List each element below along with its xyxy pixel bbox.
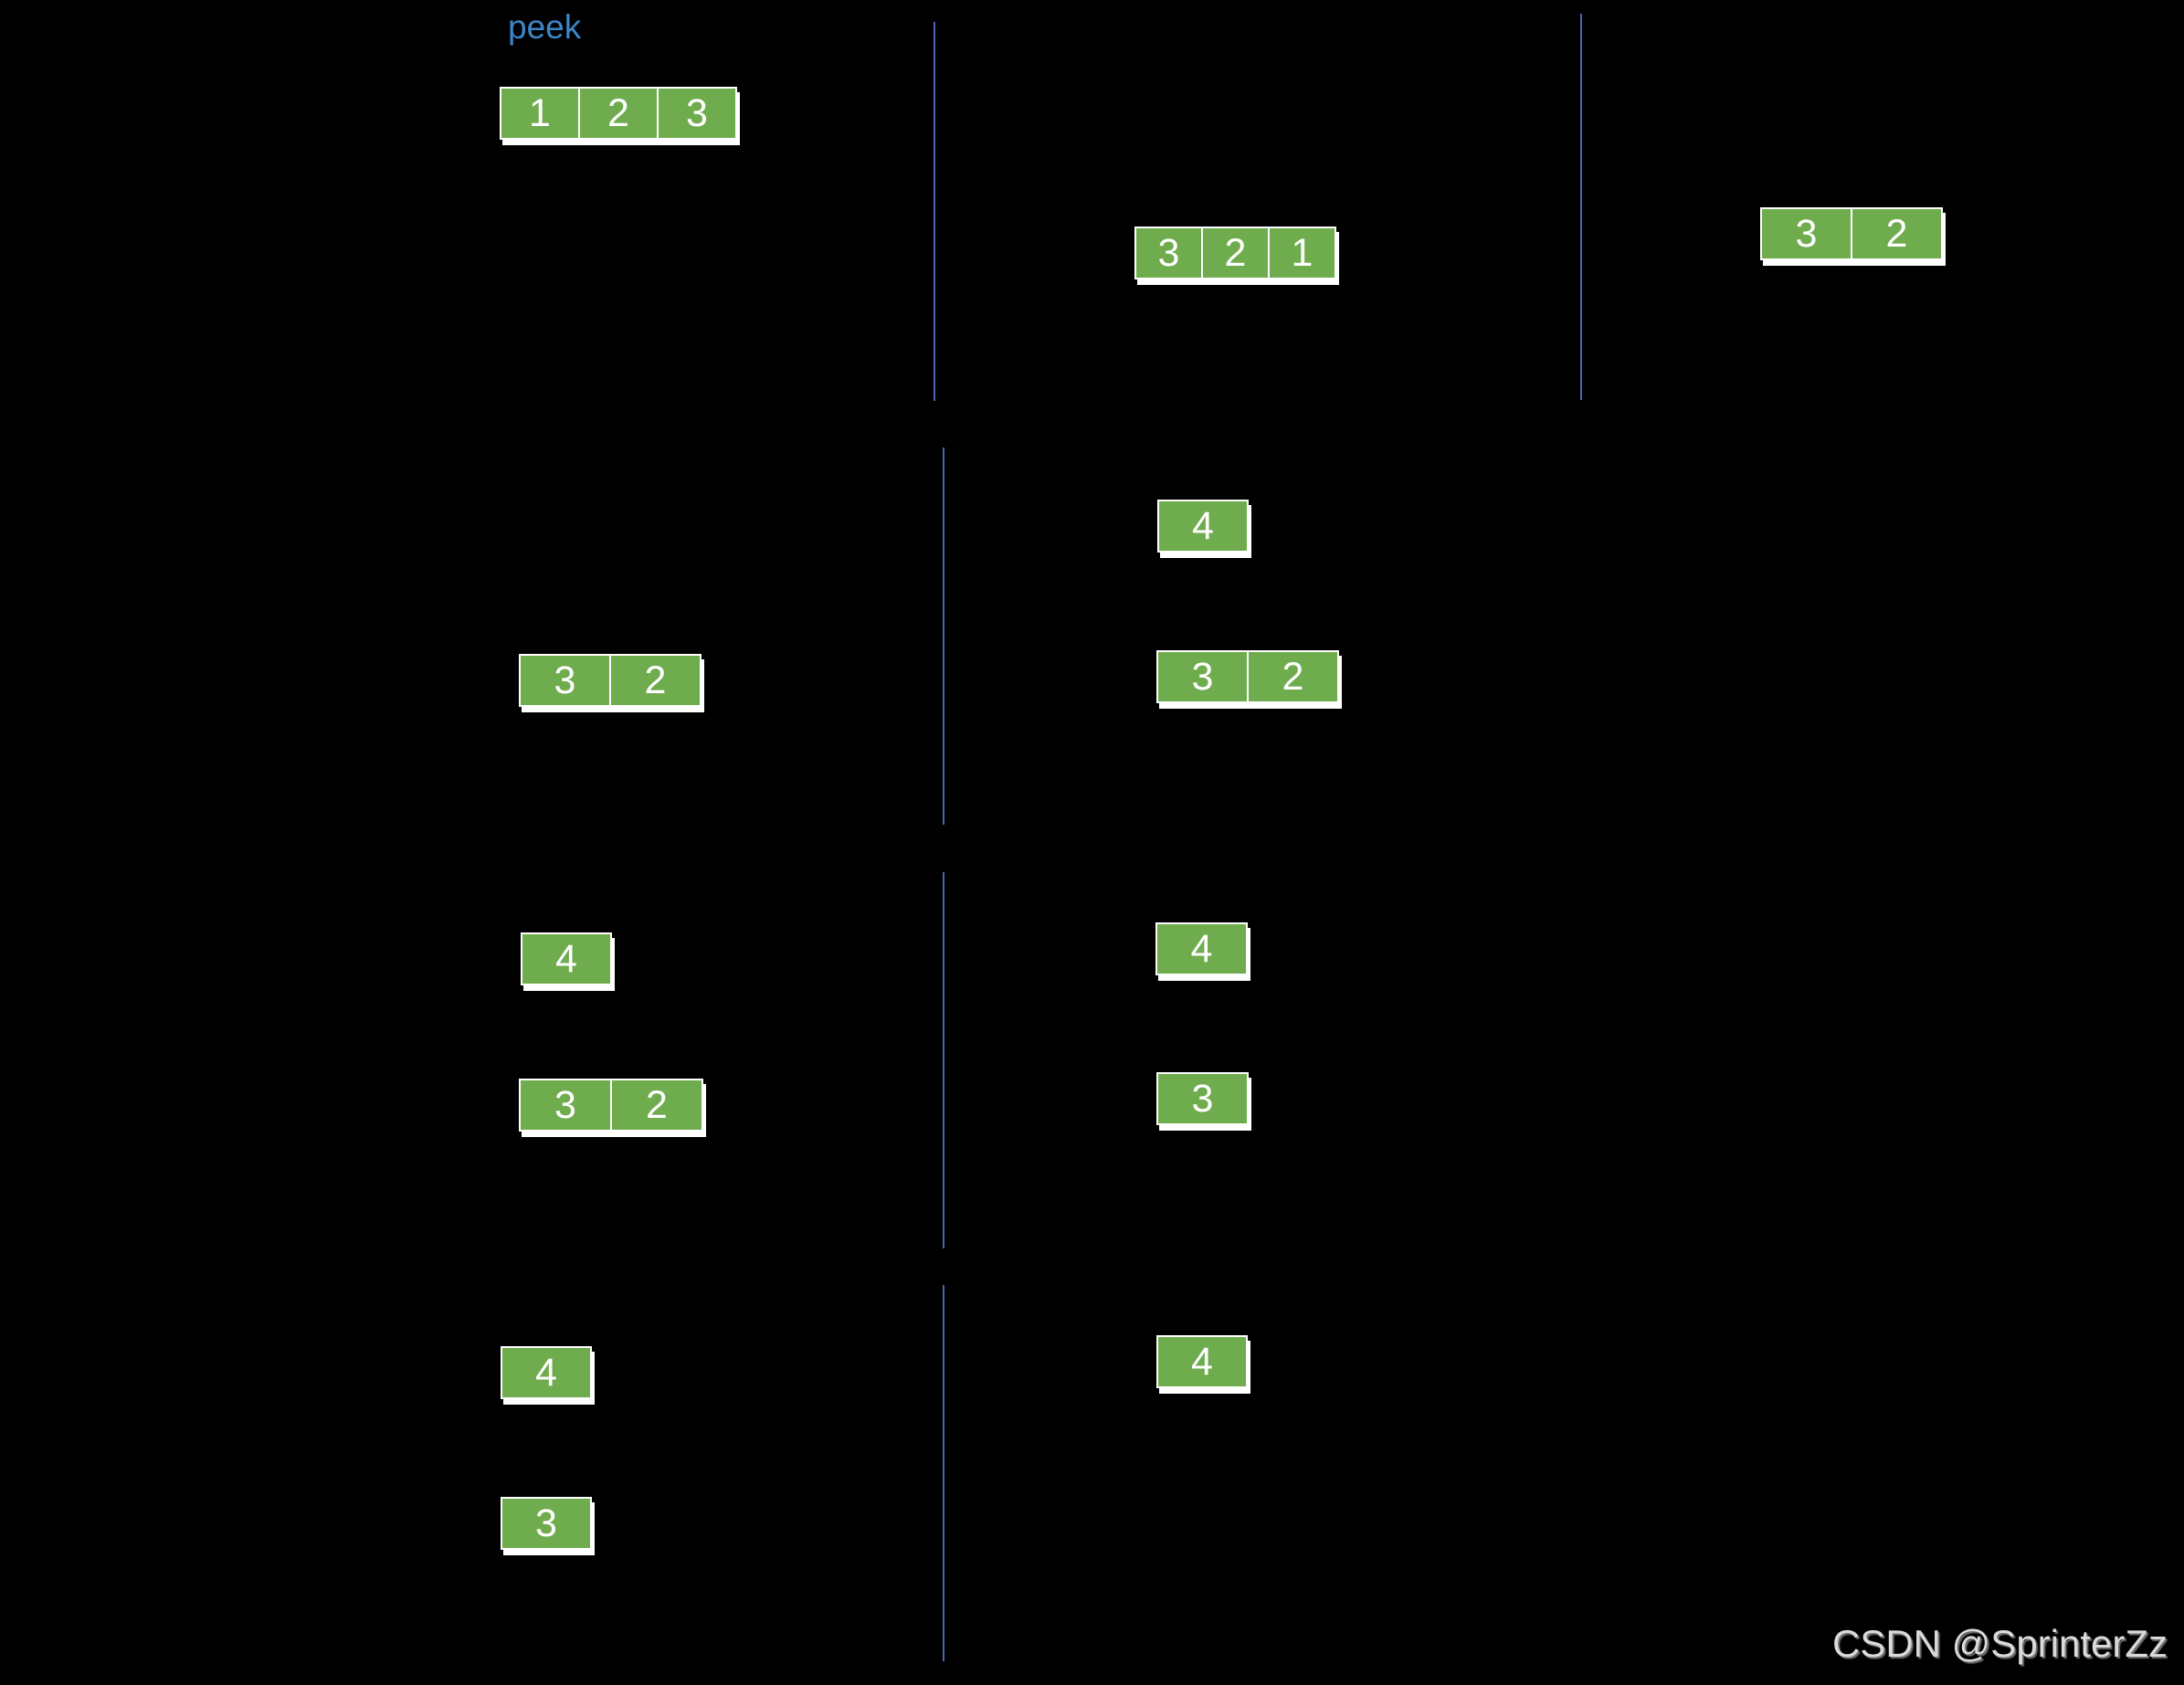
stack-row4-left-in: 4 (501, 1346, 592, 1399)
array-cell: 3 (657, 87, 737, 140)
array-cell: 2 (610, 1079, 703, 1132)
array-cell: 4 (1156, 1335, 1248, 1388)
array-cell: 2 (609, 654, 702, 707)
array-cell: 2 (1201, 226, 1270, 279)
array-cell: 3 (1760, 207, 1852, 260)
array-cell: 3 (1156, 1072, 1249, 1125)
divider-line (943, 1285, 944, 1661)
divider-line (934, 22, 935, 401)
array-cell: 3 (519, 654, 611, 707)
peek-label: peek (508, 8, 582, 46)
watermark: CSDN @SprinterZz (1832, 1622, 2168, 1665)
array-cell: 4 (1157, 500, 1249, 553)
stack-row4-mid-in: 4 (1156, 1335, 1248, 1388)
array-cell: 1 (1268, 226, 1336, 279)
array-cell: 3 (501, 1497, 592, 1550)
divider-line (1580, 14, 1582, 400)
array-cell: 2 (1247, 650, 1339, 703)
array-cell: 1 (500, 87, 580, 140)
stack-row4-left-out: 3 (501, 1497, 592, 1550)
array-cell: 4 (1155, 922, 1248, 975)
divider-line (943, 872, 944, 1248)
array-cell: 3 (1134, 226, 1203, 279)
stack-row3-mid-out: 3 (1156, 1072, 1249, 1125)
array-cell: 4 (521, 932, 612, 985)
array-cell: 2 (578, 87, 659, 140)
array-cell: 3 (1156, 650, 1249, 703)
stack-row3-left-in: 4 (521, 932, 612, 985)
array-cell: 4 (501, 1346, 592, 1399)
array-cell: 3 (519, 1079, 612, 1132)
stack-row3-mid-in: 4 (1155, 922, 1248, 975)
stack-row2-mid-in: 4 (1157, 500, 1249, 553)
divider-line (943, 448, 944, 825)
array-cell: 2 (1851, 207, 1943, 260)
